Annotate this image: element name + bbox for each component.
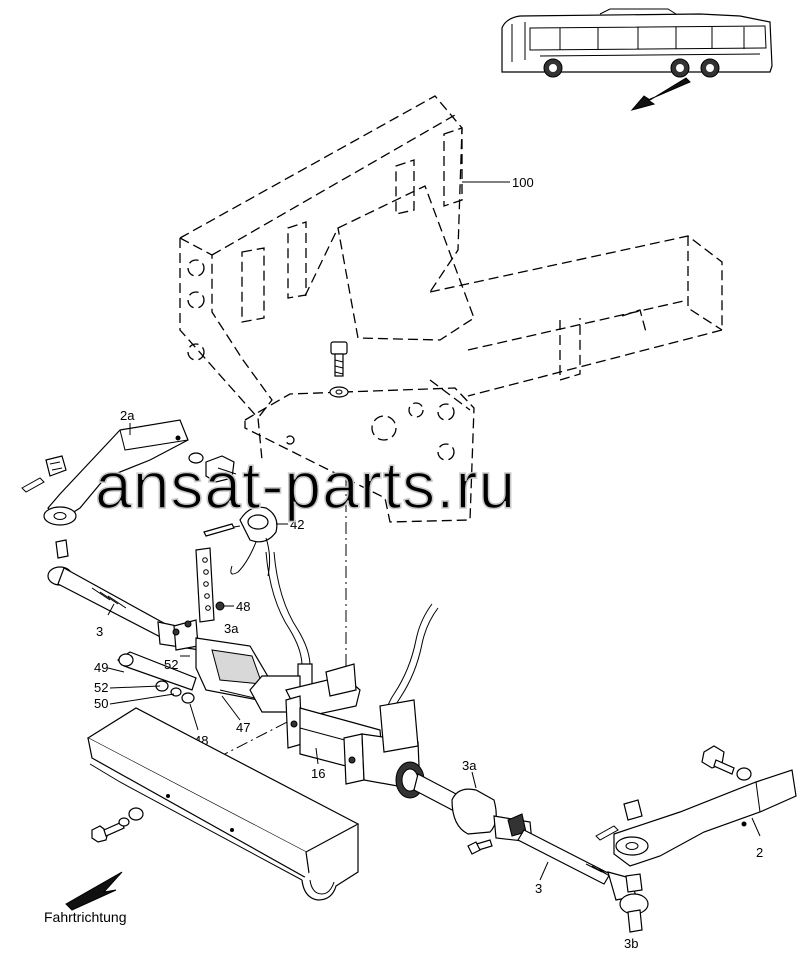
label-47: 47 xyxy=(236,720,250,735)
leader-48-bottom xyxy=(189,703,199,731)
label-50: 50 xyxy=(94,696,108,711)
label-3a-right: 3a xyxy=(462,758,477,773)
label-16: 16 xyxy=(311,766,325,781)
guard-mounting-bolt xyxy=(91,807,144,843)
clamp-3a-top xyxy=(172,619,199,651)
label-2: 2 xyxy=(756,845,763,860)
steering-arm-2a xyxy=(43,419,189,526)
nut-48-top xyxy=(215,601,225,611)
castle-nut-right xyxy=(595,799,643,841)
clamp-bolt-right xyxy=(467,841,481,855)
leader-3-right xyxy=(539,861,549,881)
label-100: 100 xyxy=(512,175,534,190)
castle-nut-left xyxy=(21,455,67,493)
label-52-b: 52 xyxy=(94,680,108,695)
sensor-part-42 xyxy=(203,506,278,577)
bus-pointer-arrow-icon xyxy=(630,77,691,111)
clamp-3a-right xyxy=(451,788,533,853)
label-3-left: 3 xyxy=(96,624,103,639)
sensor-bracket-strip xyxy=(195,547,215,623)
label-52-a: 52 xyxy=(164,657,178,672)
sensor-lever-linkage xyxy=(117,637,281,705)
label-2a: 2a xyxy=(120,408,135,423)
label-3b: 3b xyxy=(624,936,638,951)
leader-52-b xyxy=(109,685,161,689)
steering-arm-2 xyxy=(613,769,797,867)
tie-rod-right-3 xyxy=(517,829,649,933)
label-48-top: 48 xyxy=(236,599,250,614)
direction-label: Fahrtrichtung xyxy=(44,909,126,925)
leader-16 xyxy=(315,747,319,765)
arm-bolt-right xyxy=(701,745,752,781)
frame-mounting-bolt xyxy=(329,341,349,398)
watermark: ansat-parts.ru xyxy=(95,448,516,522)
label-3-right: 3 xyxy=(535,881,542,896)
arm-bolt-left xyxy=(188,452,237,483)
direction-arrow-icon xyxy=(65,871,123,911)
leader-2 xyxy=(751,817,761,837)
leader-49 xyxy=(107,667,125,673)
steering-cylinder-16 xyxy=(249,663,461,813)
label-3a-top: 3a xyxy=(224,621,239,636)
bus-thumbnail xyxy=(501,8,773,78)
underbody-guard-plate xyxy=(86,707,360,901)
label-49: 49 xyxy=(94,660,108,675)
leader-3-left xyxy=(107,603,115,616)
label-42: 42 xyxy=(290,517,304,532)
leader-3a-right xyxy=(471,771,477,789)
leader-47 xyxy=(221,695,241,721)
leader-50 xyxy=(109,693,175,705)
